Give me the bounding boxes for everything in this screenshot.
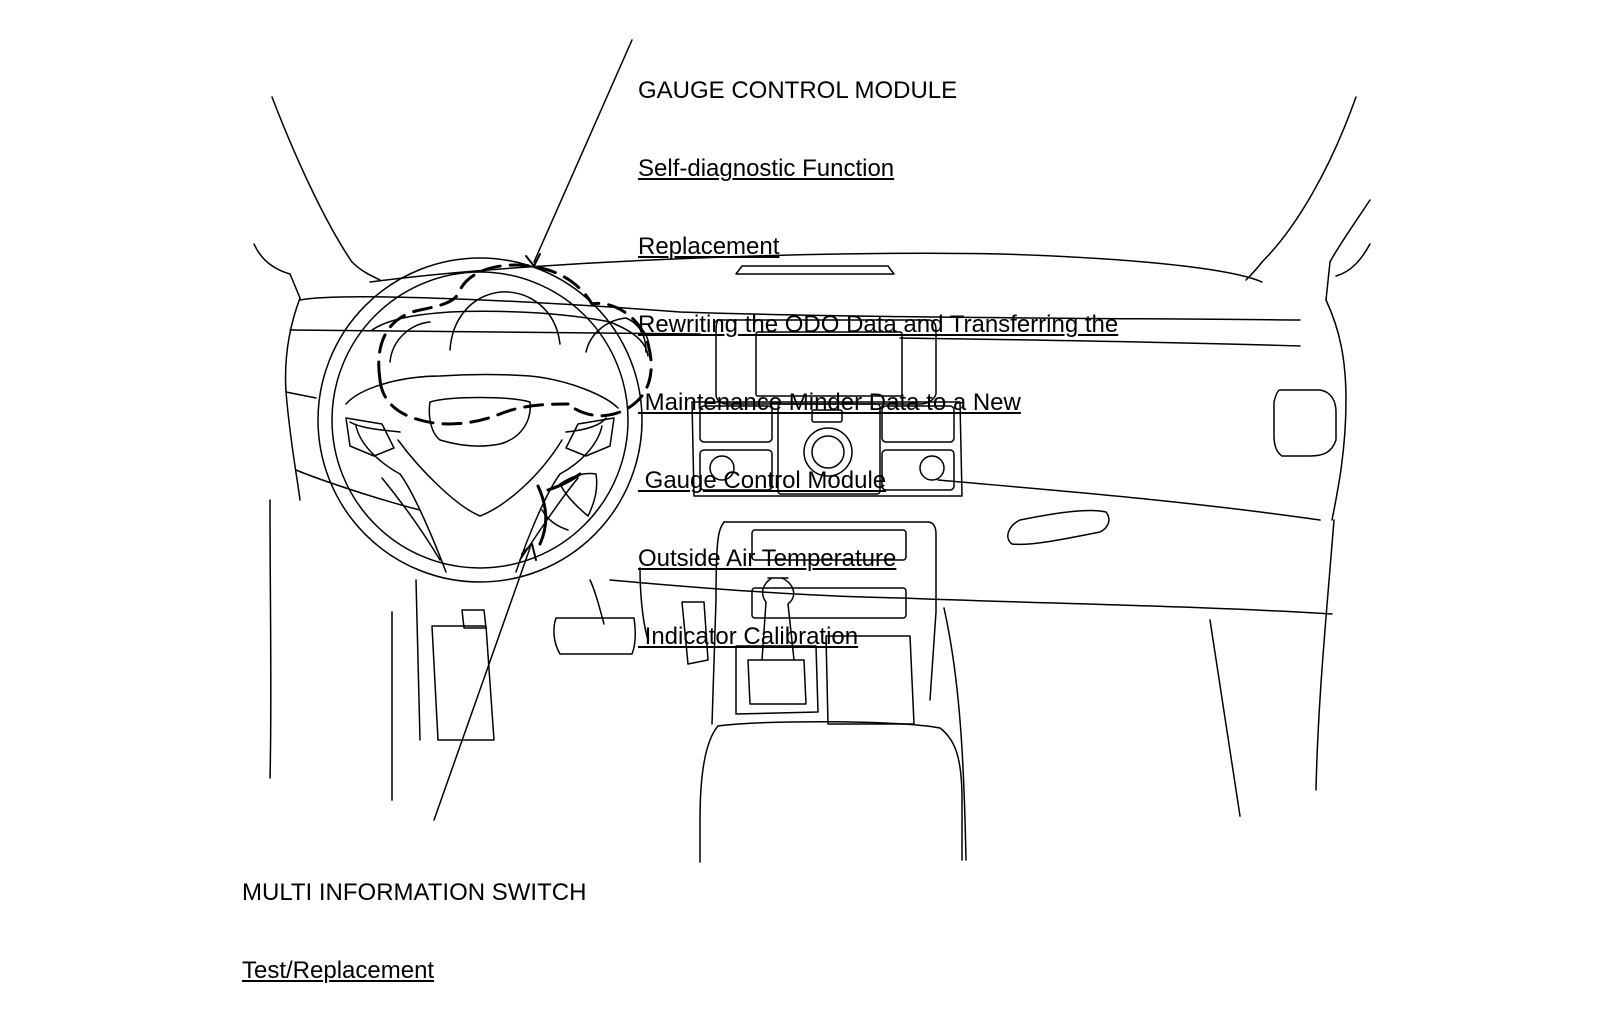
test-replacement-link[interactable]: Test/Replacement [242,957,435,984]
self-diagnostic-link[interactable]: Self-diagnostic Function [638,155,895,182]
rewriting-odo-link-line1[interactable]: Rewriting the ODO Data and Transferring … [638,311,1119,338]
outside-air-temp-link-line1[interactable]: Outside Air Temperature [638,545,897,572]
center-controls [691,401,963,497]
instrument-cluster [371,291,651,363]
gauge-leader-arrowhead [525,253,541,267]
switch-leader-line [433,547,531,821]
outside-air-temp-link-line2[interactable]: Indicator Calibration [638,623,859,650]
rewriting-odo-link-line2[interactable]: Maintenance Minder Data to a New [638,389,1021,416]
dashboard-line-drawing [253,39,1371,863]
center-console [699,521,963,863]
windshield-frame [253,96,1371,301]
multi-information-switch-callout: MULTI INFORMATION SWITCH Test/Replacemen… [242,828,586,1010]
center-display [715,319,937,405]
gauge-leader-line [533,39,633,263]
gauge-control-module-callout: GAUGE CONTROL MODULE Self-diagnostic Fun… [638,26,1118,676]
multi-information-switch-title: MULTI INFORMATION SWITCH [242,879,587,906]
lower-dash [269,499,1335,861]
rewriting-odo-link-line3[interactable]: Gauge Control Module [638,467,887,494]
switch-leader-arrowhead [521,543,537,561]
replacement-link[interactable]: Replacement [638,233,780,260]
gauge-control-module-title: GAUGE CONTROL MODULE [638,77,958,104]
gauge-module-highlight [377,263,653,546]
leader-lines [391,39,633,821]
dashboard-sides [284,297,1347,615]
